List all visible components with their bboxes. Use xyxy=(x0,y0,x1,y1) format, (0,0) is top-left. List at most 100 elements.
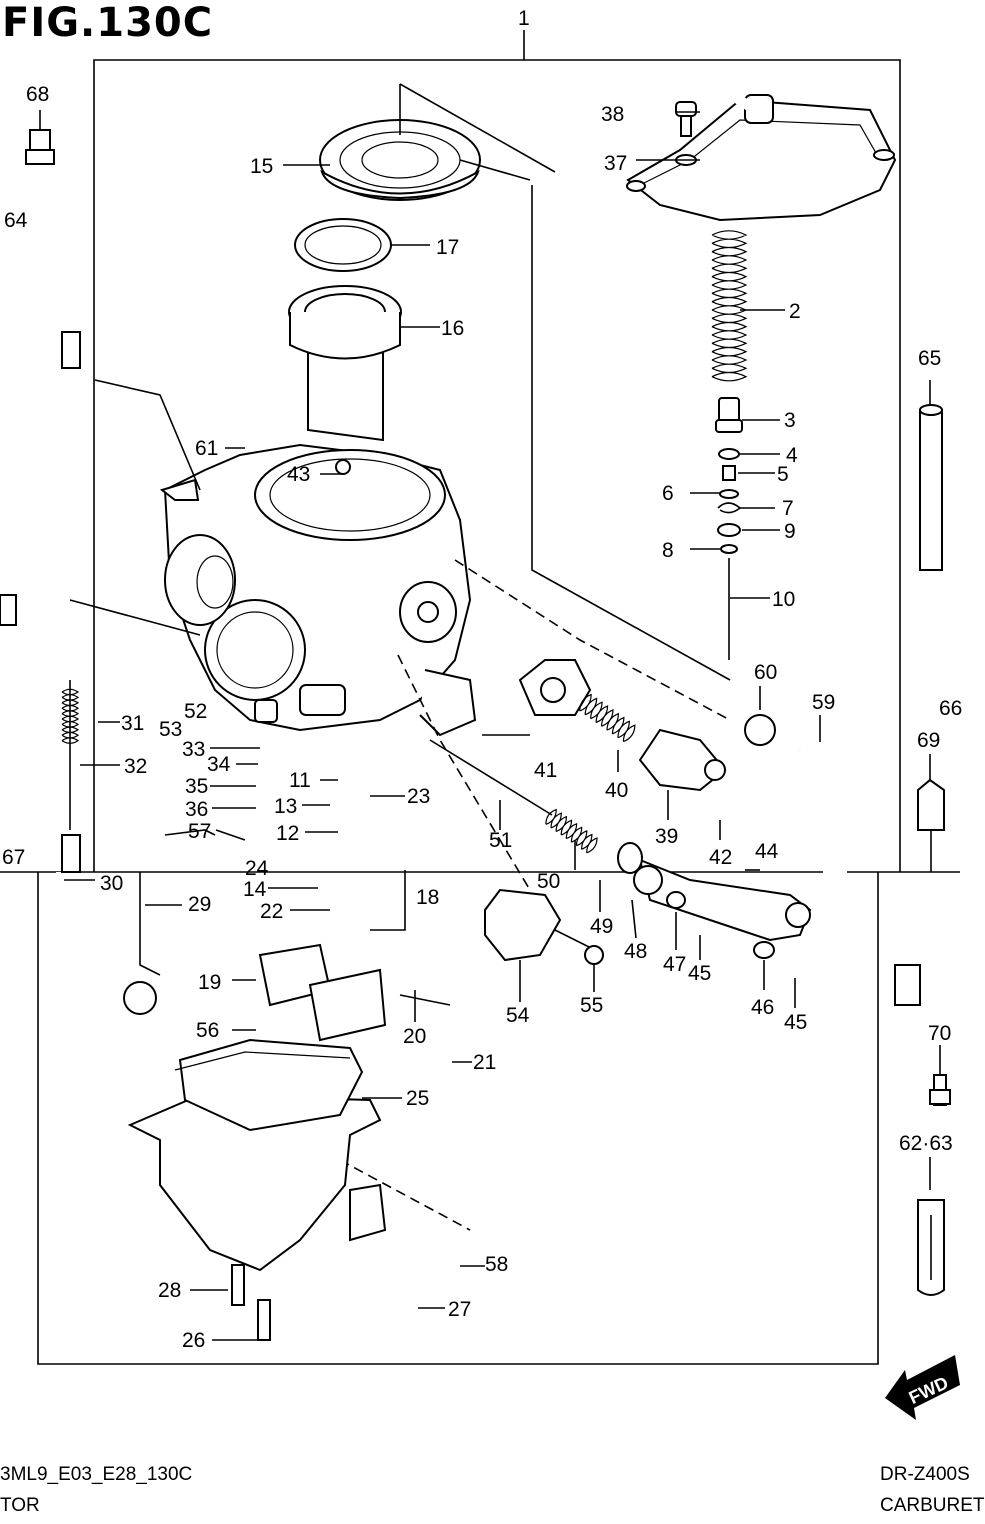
callout-43: 43 xyxy=(287,463,310,486)
pump-54 xyxy=(484,888,604,965)
footer-left-line1: 3ML9_E03_E28_130C xyxy=(0,1464,193,1485)
callout-64: 64 xyxy=(4,209,28,232)
callout-55: 55 xyxy=(580,994,603,1017)
callout-61: 61 xyxy=(195,437,218,460)
washer-47 xyxy=(666,891,686,909)
callout-9: 9 xyxy=(784,520,796,543)
wire-29 xyxy=(139,829,216,976)
callout-6263: 62·63 xyxy=(899,1132,953,1155)
lever-44 xyxy=(633,858,812,942)
callout-23: 23 xyxy=(407,785,430,808)
spring-40 xyxy=(579,693,636,743)
bracket-6263 xyxy=(917,1199,945,1296)
callout-38: 38 xyxy=(601,103,624,126)
callout-6: 6 xyxy=(662,482,674,505)
fitting-68 xyxy=(25,129,55,165)
callout-53: 53 xyxy=(159,718,182,741)
callout-69: 69 xyxy=(917,729,940,752)
rod-51 xyxy=(429,739,553,816)
callout-57: 57 xyxy=(188,820,211,843)
callout-20: 20 xyxy=(403,1025,426,1048)
ring-17 xyxy=(294,218,392,272)
spring-2 xyxy=(711,230,748,382)
carburetor-body xyxy=(159,443,477,737)
drain-tube-30 xyxy=(56,680,157,1015)
callout-49: 49 xyxy=(590,915,613,938)
callout-2: 2 xyxy=(789,300,801,323)
float-bowl xyxy=(127,1038,387,1341)
hose-64 xyxy=(0,259,81,626)
callout-27: 27 xyxy=(448,1298,471,1321)
callout-41: 41 xyxy=(534,759,557,782)
callout-37: 37 xyxy=(604,152,627,175)
callout-56: 56 xyxy=(196,1019,219,1042)
assembly-frame xyxy=(0,30,960,1365)
callout-labels: 1 68 38 37 15 64 17 2 16 65 3 61 4 43 5 … xyxy=(2,7,962,1352)
callout-44: 44 xyxy=(755,840,779,863)
callout-40: 40 xyxy=(605,779,628,802)
callout-15: 15 xyxy=(250,155,273,178)
callout-26: 26 xyxy=(182,1329,205,1352)
callout-30: 30 xyxy=(100,872,123,895)
screw-38 xyxy=(675,101,697,137)
footer-left-line2: TOR xyxy=(0,1495,40,1516)
callout-66: 66 xyxy=(939,697,962,720)
tube-65 xyxy=(919,404,943,571)
callout-32: 32 xyxy=(124,755,147,778)
callout-67: 67 xyxy=(2,846,25,869)
hose-59 xyxy=(796,738,847,1285)
callout-4: 4 xyxy=(786,444,798,467)
callout-39: 39 xyxy=(655,825,678,848)
callout-33: 33 xyxy=(182,738,205,761)
connector-69 xyxy=(894,778,945,1006)
callout-7: 7 xyxy=(782,497,794,520)
figure-title: FIG.130C xyxy=(2,0,214,46)
callout-24: 24 xyxy=(245,857,269,880)
callout-25: 25 xyxy=(406,1087,429,1110)
footer-right-line1: DR-Z400S xyxy=(880,1464,970,1485)
callout-29: 29 xyxy=(188,893,211,916)
callout-12: 12 xyxy=(276,822,299,845)
callout-5: 5 xyxy=(777,463,789,486)
callout-46: 46 xyxy=(751,996,774,1019)
callout-11: 11 xyxy=(289,769,311,792)
ring-48 xyxy=(617,842,643,874)
callout-35: 35 xyxy=(185,775,208,798)
float-19 xyxy=(258,943,451,1042)
spring-50 xyxy=(545,808,598,854)
callout-65: 65 xyxy=(918,347,941,370)
callout-1: 1 xyxy=(518,7,530,30)
carburetor-exploded-diagram: FWD 1 68 38 37 15 64 17 2 16 65 3 61 4 4… xyxy=(0,7,962,1420)
fwd-arrow: FWD xyxy=(885,1355,960,1420)
washer-46 xyxy=(753,941,775,959)
bolt-70 xyxy=(929,1074,951,1106)
callout-45a: 45 xyxy=(688,962,711,985)
callout-52: 52 xyxy=(184,700,207,723)
pump-cover-41 xyxy=(518,659,592,716)
spring-31 xyxy=(61,688,80,744)
callout-70: 70 xyxy=(928,1022,951,1045)
callout-8: 8 xyxy=(662,539,674,562)
callout-50: 50 xyxy=(537,870,560,893)
callout-60: 60 xyxy=(754,661,777,684)
callout-21: 21 xyxy=(473,1051,496,1074)
callout-54: 54 xyxy=(506,1004,530,1027)
callout-28: 28 xyxy=(158,1279,181,1302)
callout-51: 51 xyxy=(489,829,512,852)
top-cover xyxy=(626,73,897,222)
callout-42: 42 xyxy=(709,846,732,869)
callout-59: 59 xyxy=(812,691,835,714)
callout-16: 16 xyxy=(441,317,464,340)
callout-10: 10 xyxy=(772,588,795,611)
footer-right-line2: CARBURET xyxy=(880,1495,985,1516)
callout-31: 31 xyxy=(121,712,144,735)
callout-22: 22 xyxy=(260,900,283,923)
callout-18: 18 xyxy=(416,886,439,909)
callout-68: 68 xyxy=(26,83,49,106)
callout-14: 14 xyxy=(243,878,267,901)
callout-45b: 45 xyxy=(784,1011,807,1034)
callout-34: 34 xyxy=(207,753,231,776)
callout-47: 47 xyxy=(663,953,686,976)
callout-13: 13 xyxy=(274,795,297,818)
piston-16 xyxy=(288,285,402,442)
